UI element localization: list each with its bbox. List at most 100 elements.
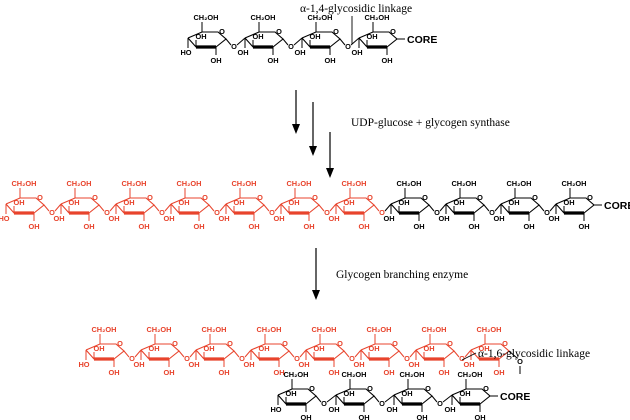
hydroxyl-group: OH [383,368,394,377]
hydroxyl-group: OH [148,344,159,353]
hydroxyl-group: OH [383,214,394,223]
ch2oh-group: CH₂OH [193,13,218,22]
ch2oh-group: CH₂OH [250,13,275,22]
ch2oh-group: CH₂OH [231,179,256,188]
hydroxyl-group: OH [188,360,199,369]
ring-oxygen: O [117,339,123,348]
hydroxyl-group: OH [548,214,559,223]
hydroxyl-group: OH [463,360,474,369]
glycosidic-oxygen: O [544,208,550,217]
glycosidic-oxygen: O [159,208,165,217]
glycosidic-oxygen: O [345,42,351,51]
ch2oh-group: CH₂OH [396,179,421,188]
ring-oxygen: O [425,384,431,393]
hydroxyl-group: OH [493,368,504,377]
ring-oxygen: O [422,193,428,202]
ring-oxygen: O [312,193,318,202]
hydroxyl-group: OH [423,344,434,353]
hydroxyl-group: OH [309,32,320,41]
ch2oh-group: CH₂OH [66,179,91,188]
glycosidic-oxygen: O [288,42,294,51]
hydroxyl-group: OH [108,368,119,377]
ch2oh-group: CH₂OH [561,179,586,188]
glycosidic-oxygen: O [104,208,110,217]
hydroxyl-group: OH [178,198,189,207]
hydroxyl-group: OH [233,198,244,207]
ring-oxygen: O [227,339,233,348]
ch2oh-group: CH₂OH [457,370,482,379]
ring-oxygen: O [367,193,373,202]
ch2oh-group: CH₂OH [399,370,424,379]
glycosidic-oxygen: O [231,42,237,51]
hydroxyl-group: OH [358,222,369,231]
glycosidic-oxygen: O [184,354,190,363]
ring-oxygen: O [276,27,282,36]
hydroxyl-group: OH [358,413,369,420]
glycosidic-oxygen: O [49,208,55,217]
hydroxyl-group: OH [328,405,339,414]
ring-oxygen: O [147,193,153,202]
step1-label: UDP-glucose + glycogen synthase [351,117,510,129]
hydroxyl-group: OH [313,344,324,353]
ring-oxygen: O [202,193,208,202]
hydroxyl-group: OH [108,214,119,223]
ring-oxygen: O [309,384,315,393]
reaction-arrows [292,90,334,300]
hydroxyl-group: OH [353,360,364,369]
ch2oh-group: CH₂OH [506,179,531,188]
hydroxyl-group: OH [288,198,299,207]
ch2oh-group: CH₂OH [176,179,201,188]
hydroxyl-group: OH [210,56,221,65]
ch2oh-group: CH₂OH [341,370,366,379]
ch2oh-group: CH₂OH [286,179,311,188]
hydroxyl-group: OH [252,32,263,41]
ring-oxygen: O [282,339,288,348]
hydroxyl-group: OH [237,48,248,57]
hydroxyl-group: OH [381,56,392,65]
hydroxyl-group: OH [298,360,309,369]
hydroxyl-group: OH [401,389,412,398]
hydroxyl-group: OH [351,48,362,57]
glucose-chains: OCH₂OHHOOHOHOOCH₂OHOHOHOHOOCH₂OHOHOHOHOO… [0,13,630,420]
hydroxyl-group: OH [563,198,574,207]
hydroxyl-group: OH [267,56,278,65]
hydroxyl-group: OH [578,222,589,231]
hydroxyl-group: OH [398,198,409,207]
hydroxyl-group: OH [258,344,269,353]
hydroxyl-group: HO [0,214,10,223]
hydroxyl-group: OH [468,222,479,231]
hydroxyl-group: OH [218,368,229,377]
ch2oh-group: CH₂OH [307,13,332,22]
glycosidic-oxygen: O [214,208,220,217]
core-label: CORE [407,34,437,46]
ring-oxygen: O [587,193,593,202]
hydroxyl-group: OH [459,389,470,398]
glycosidic-oxygen: O [379,208,385,217]
glycosidic-oxygen: O [489,208,495,217]
arrow-head [292,124,300,134]
ring-oxygen: O [502,339,508,348]
hydroxyl-group: OH [28,222,39,231]
arrow-head [309,146,317,156]
hydroxyl-group: OH [523,222,534,231]
glycosidic-oxygen: O [437,399,443,408]
ch2oh-group: CH₂OH [11,179,36,188]
hydroxyl-group: OH [285,389,296,398]
ring-oxygen: O [37,193,43,202]
hydroxyl-group: OH [273,368,284,377]
hydroxyl-group: OH [366,32,377,41]
hydroxyl-group: OH [193,222,204,231]
ch2oh-group: CH₂OH [451,179,476,188]
